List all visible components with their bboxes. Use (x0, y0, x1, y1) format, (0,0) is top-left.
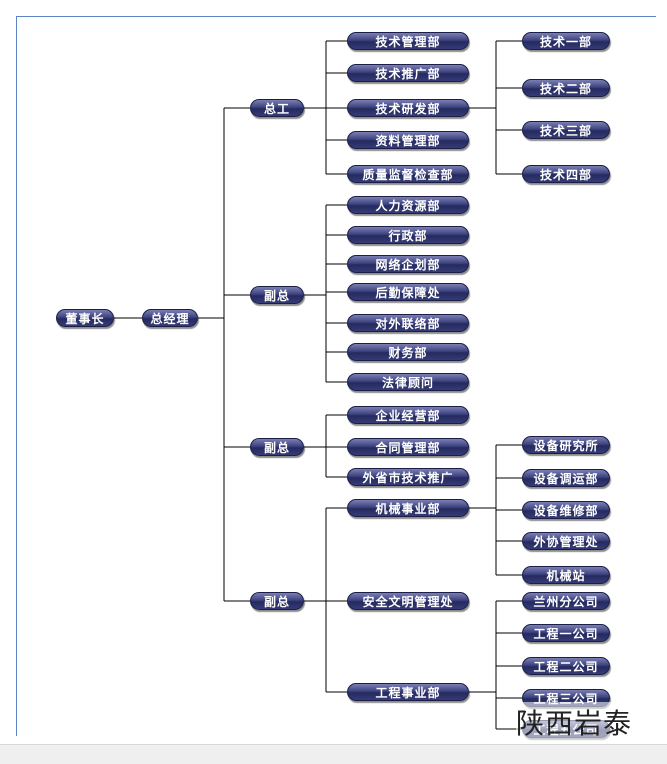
org-node-vp2: 副总 (250, 438, 304, 456)
org-node-legal: 法律顾问 (347, 373, 469, 391)
org-node-hr: 人力资源部 (347, 196, 469, 214)
org-node-quality: 质量监督检查部 (347, 165, 469, 183)
org-node-external: 对外联络部 (347, 314, 469, 332)
org-node-engineering: 工程事业部 (347, 683, 469, 701)
org-node-zonggong: 总工 (250, 99, 304, 117)
org-node-eng2: 工程二公司 (522, 657, 610, 675)
org-node-logistics: 后勤保障处 (347, 283, 469, 301)
org-node-admin: 行政部 (347, 226, 469, 244)
org-node-tech3: 技术三部 (522, 121, 610, 139)
diagram-frame (16, 16, 656, 736)
org-node-equip_rd: 设备研究所 (522, 436, 610, 454)
org-node-tech_rd: 技术研发部 (347, 99, 469, 117)
org-node-eng1: 工程一公司 (522, 624, 610, 642)
org-node-enterprise: 企业经营部 (347, 406, 469, 424)
org-node-data_mgmt: 资料管理部 (347, 131, 469, 149)
org-node-outsourcing: 外协管理处 (522, 532, 610, 550)
org-node-vp1: 副总 (250, 286, 304, 304)
org-node-tech4: 技术四部 (522, 165, 610, 183)
org-node-finance: 财务部 (347, 343, 469, 361)
org-node-network: 网络企划部 (347, 255, 469, 273)
watermark-text: 陕西岩泰 (516, 702, 633, 742)
org-node-equip_repair: 设备维修部 (522, 501, 610, 519)
org-node-safety: 安全文明管理处 (347, 592, 469, 610)
org-node-vp3: 副总 (250, 592, 304, 610)
org-node-tech2: 技术二部 (522, 79, 610, 97)
org-node-tech_promo: 技术推广部 (347, 64, 469, 82)
org-node-tech_mgmt: 技术管理部 (347, 32, 469, 50)
org-node-gm: 总经理 (142, 309, 198, 327)
org-node-contract: 合同管理部 (347, 438, 469, 456)
org-node-chairman: 董事长 (56, 309, 114, 327)
org-node-machine_station: 机械站 (522, 566, 610, 584)
org-node-machinery: 机械事业部 (347, 499, 469, 517)
org-node-tech1: 技术一部 (522, 32, 610, 50)
bottom-scroll-strip (0, 744, 667, 764)
org-node-outside: 外省市技术推广 (347, 468, 469, 486)
org-node-equip_dispatch: 设备调运部 (522, 469, 610, 487)
org-node-lanzhou: 兰州分公司 (522, 592, 610, 610)
